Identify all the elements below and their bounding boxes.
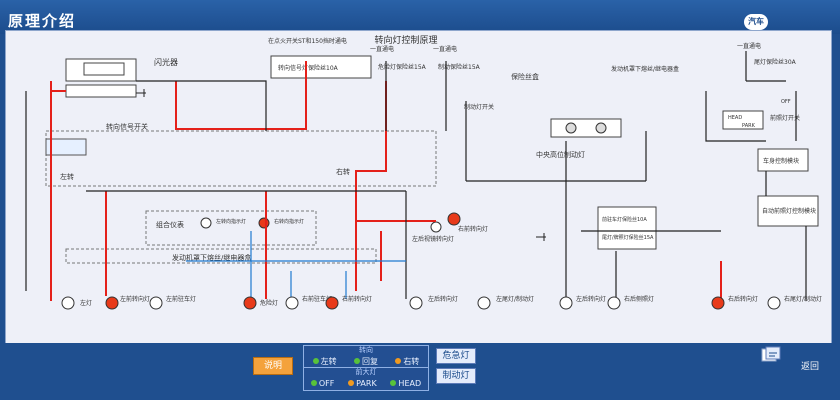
- rear-park-fuse-label: 尾灯/牌照灯保险丝15A: [602, 234, 654, 241]
- park-label: PARK: [742, 123, 756, 129]
- high-brake-lamp: [550, 118, 622, 138]
- right-rear-side-label: 右后侧照灯: [624, 295, 654, 303]
- left-rear-turn-b-label: 左后转向灯: [576, 295, 606, 303]
- light-option-label: HEAD: [398, 378, 422, 388]
- red-wires: [50, 61, 722, 301]
- front-park-fuse-label: 前驻车灯保险丝10A: [602, 216, 647, 223]
- headlight-switch-label: 前照灯开关: [770, 114, 800, 122]
- radio-dot-icon: [348, 380, 355, 386]
- fuse-box-label: 保险丝盒: [511, 72, 539, 81]
- diagram-panel: 转向灯控制原理 闪光器 转向信号开关 左转 右转 在点火开关ST和150挡时通电…: [5, 30, 832, 345]
- exit-label[interactable]: 返回: [801, 362, 820, 372]
- turn-option-label: 右转: [403, 356, 420, 366]
- turn-group-caption: 转向: [359, 346, 373, 354]
- fuse-note: 在点火开关ST和150挡时通电: [268, 37, 347, 45]
- park-fuse-box: [597, 206, 657, 250]
- left-ind-label: 左转向指示灯: [216, 218, 246, 225]
- turn-signal-group: 转向 左转 回复 右转: [303, 345, 429, 369]
- mode-right: 右转: [336, 167, 350, 176]
- right-tail-label: 右尾灯/制动灯: [784, 295, 822, 303]
- always-power-2: 一直通电: [433, 45, 457, 53]
- hazard-button[interactable]: 危急灯: [436, 348, 476, 364]
- left-mirror-label: 左后视镜转向灯: [412, 235, 454, 243]
- turn-fuse-label: 转向信号灯保险丝10A: [278, 64, 339, 72]
- light-group-caption: 前大灯: [355, 368, 377, 376]
- flasher-pins: [65, 84, 137, 98]
- body-control-label: 车身控制模块: [763, 157, 799, 165]
- page-title: 原理介绍: [8, 12, 77, 30]
- left-front-turn-label: 左前转向灯: [120, 295, 150, 303]
- auto-light-box: [757, 195, 819, 227]
- turn-option-left[interactable]: 左转: [312, 356, 337, 367]
- turn-option-reset[interactable]: 回复: [353, 356, 378, 367]
- turn-switch-box: [45, 130, 437, 187]
- top-bar: 原理介绍 汽车: [0, 0, 840, 34]
- headlight-group: 前大灯 OFF PARK HEAD: [303, 367, 429, 391]
- always-power-3: 一直通电: [737, 42, 761, 50]
- left-rear-turn-label: 左后转向灯: [428, 295, 458, 303]
- flasher-label: 闪光器: [154, 57, 178, 67]
- wiring-diagram: 转向灯控制原理 闪光器 转向信号开关 左转 右转 在点火开关ST和150挡时通电…: [25, 34, 822, 310]
- radio-dot-icon: [353, 358, 360, 364]
- tail-fuse-label: 尾灯保险丝30A: [754, 58, 797, 66]
- engine-relay-lower: [65, 248, 377, 264]
- auto-light-label: 自动前照灯控制模块: [762, 207, 816, 215]
- light-option-label: PARK: [356, 378, 377, 388]
- right-rear-turn-label: 右后转向灯: [728, 295, 758, 303]
- combo-meter-label: 组合仪表: [156, 220, 184, 229]
- turn-option-label: 回复: [361, 356, 378, 366]
- light-option-park[interactable]: PARK: [348, 379, 377, 388]
- left-lamp-label: 左灯: [80, 299, 92, 307]
- turn-switch-label: 转向信号开关: [106, 122, 148, 131]
- black-wires: [25, 51, 807, 301]
- brand-logo: 汽车: [744, 14, 768, 30]
- turn-option-right[interactable]: 右转: [395, 356, 419, 367]
- mode-left: 左转: [60, 172, 74, 181]
- headlight-switch-box: [722, 110, 764, 130]
- right-front-turn-label: 右前转向灯: [458, 225, 488, 233]
- lamp-row: 左灯 左前转向灯 左前驻车灯 危险灯 右前驻车灯 右前转向灯 左后转向灯 左尾灯…: [61, 295, 822, 310]
- brake-switch-label: 制动灯开关: [464, 103, 494, 111]
- radio-dot-icon: [310, 380, 317, 386]
- left-front-park-label: 左前驻车灯: [166, 295, 196, 303]
- right-front-turn-b-label: 右前转向灯: [342, 295, 372, 303]
- blue-wires: [186, 231, 406, 299]
- body-control-box: [757, 148, 809, 172]
- always-power-1: 一直通电: [370, 45, 394, 53]
- exit-icon[interactable]: [760, 346, 782, 364]
- radio-dot-icon: [312, 358, 319, 364]
- combo-meter-box: [145, 210, 317, 246]
- light-option-head[interactable]: HEAD: [390, 379, 421, 388]
- radio-dot-icon: [390, 380, 397, 386]
- turn-fuse-box: [270, 55, 372, 79]
- right-ind-label: 右转向指示灯: [274, 218, 304, 225]
- hazard-lamp-label: 危险灯: [260, 299, 278, 307]
- right-front-park-label: 右前驻车灯: [302, 295, 332, 303]
- switch-main: [45, 138, 87, 156]
- brake-button[interactable]: 制动灯: [436, 368, 476, 384]
- hazard-fuse-label: 危险灯保险丝15A: [378, 63, 427, 71]
- off-label: OFF: [781, 99, 791, 105]
- head-label: HEAD: [728, 115, 742, 121]
- light-option-off[interactable]: OFF: [310, 378, 335, 388]
- flasher-coil: [83, 62, 125, 76]
- left-tail-label: 左尾灯/制动灯: [496, 295, 534, 303]
- engine-fuse-label: 发动机罩下熔丝/继电器盒: [611, 65, 679, 73]
- diagram-title: 转向灯控制原理: [374, 34, 437, 46]
- high-brake-label: 中央高位制动灯: [536, 150, 585, 159]
- light-option-label: OFF: [318, 378, 335, 388]
- radio-dot-icon: [395, 358, 402, 364]
- turn-option-label: 左转: [320, 356, 337, 366]
- explain-button[interactable]: 说明: [253, 357, 293, 375]
- engine-fuse-lower-label: 发动机罩下熔丝/继电器盒: [172, 253, 251, 262]
- brake-fuse-label: 制动保险丝15A: [438, 63, 481, 71]
